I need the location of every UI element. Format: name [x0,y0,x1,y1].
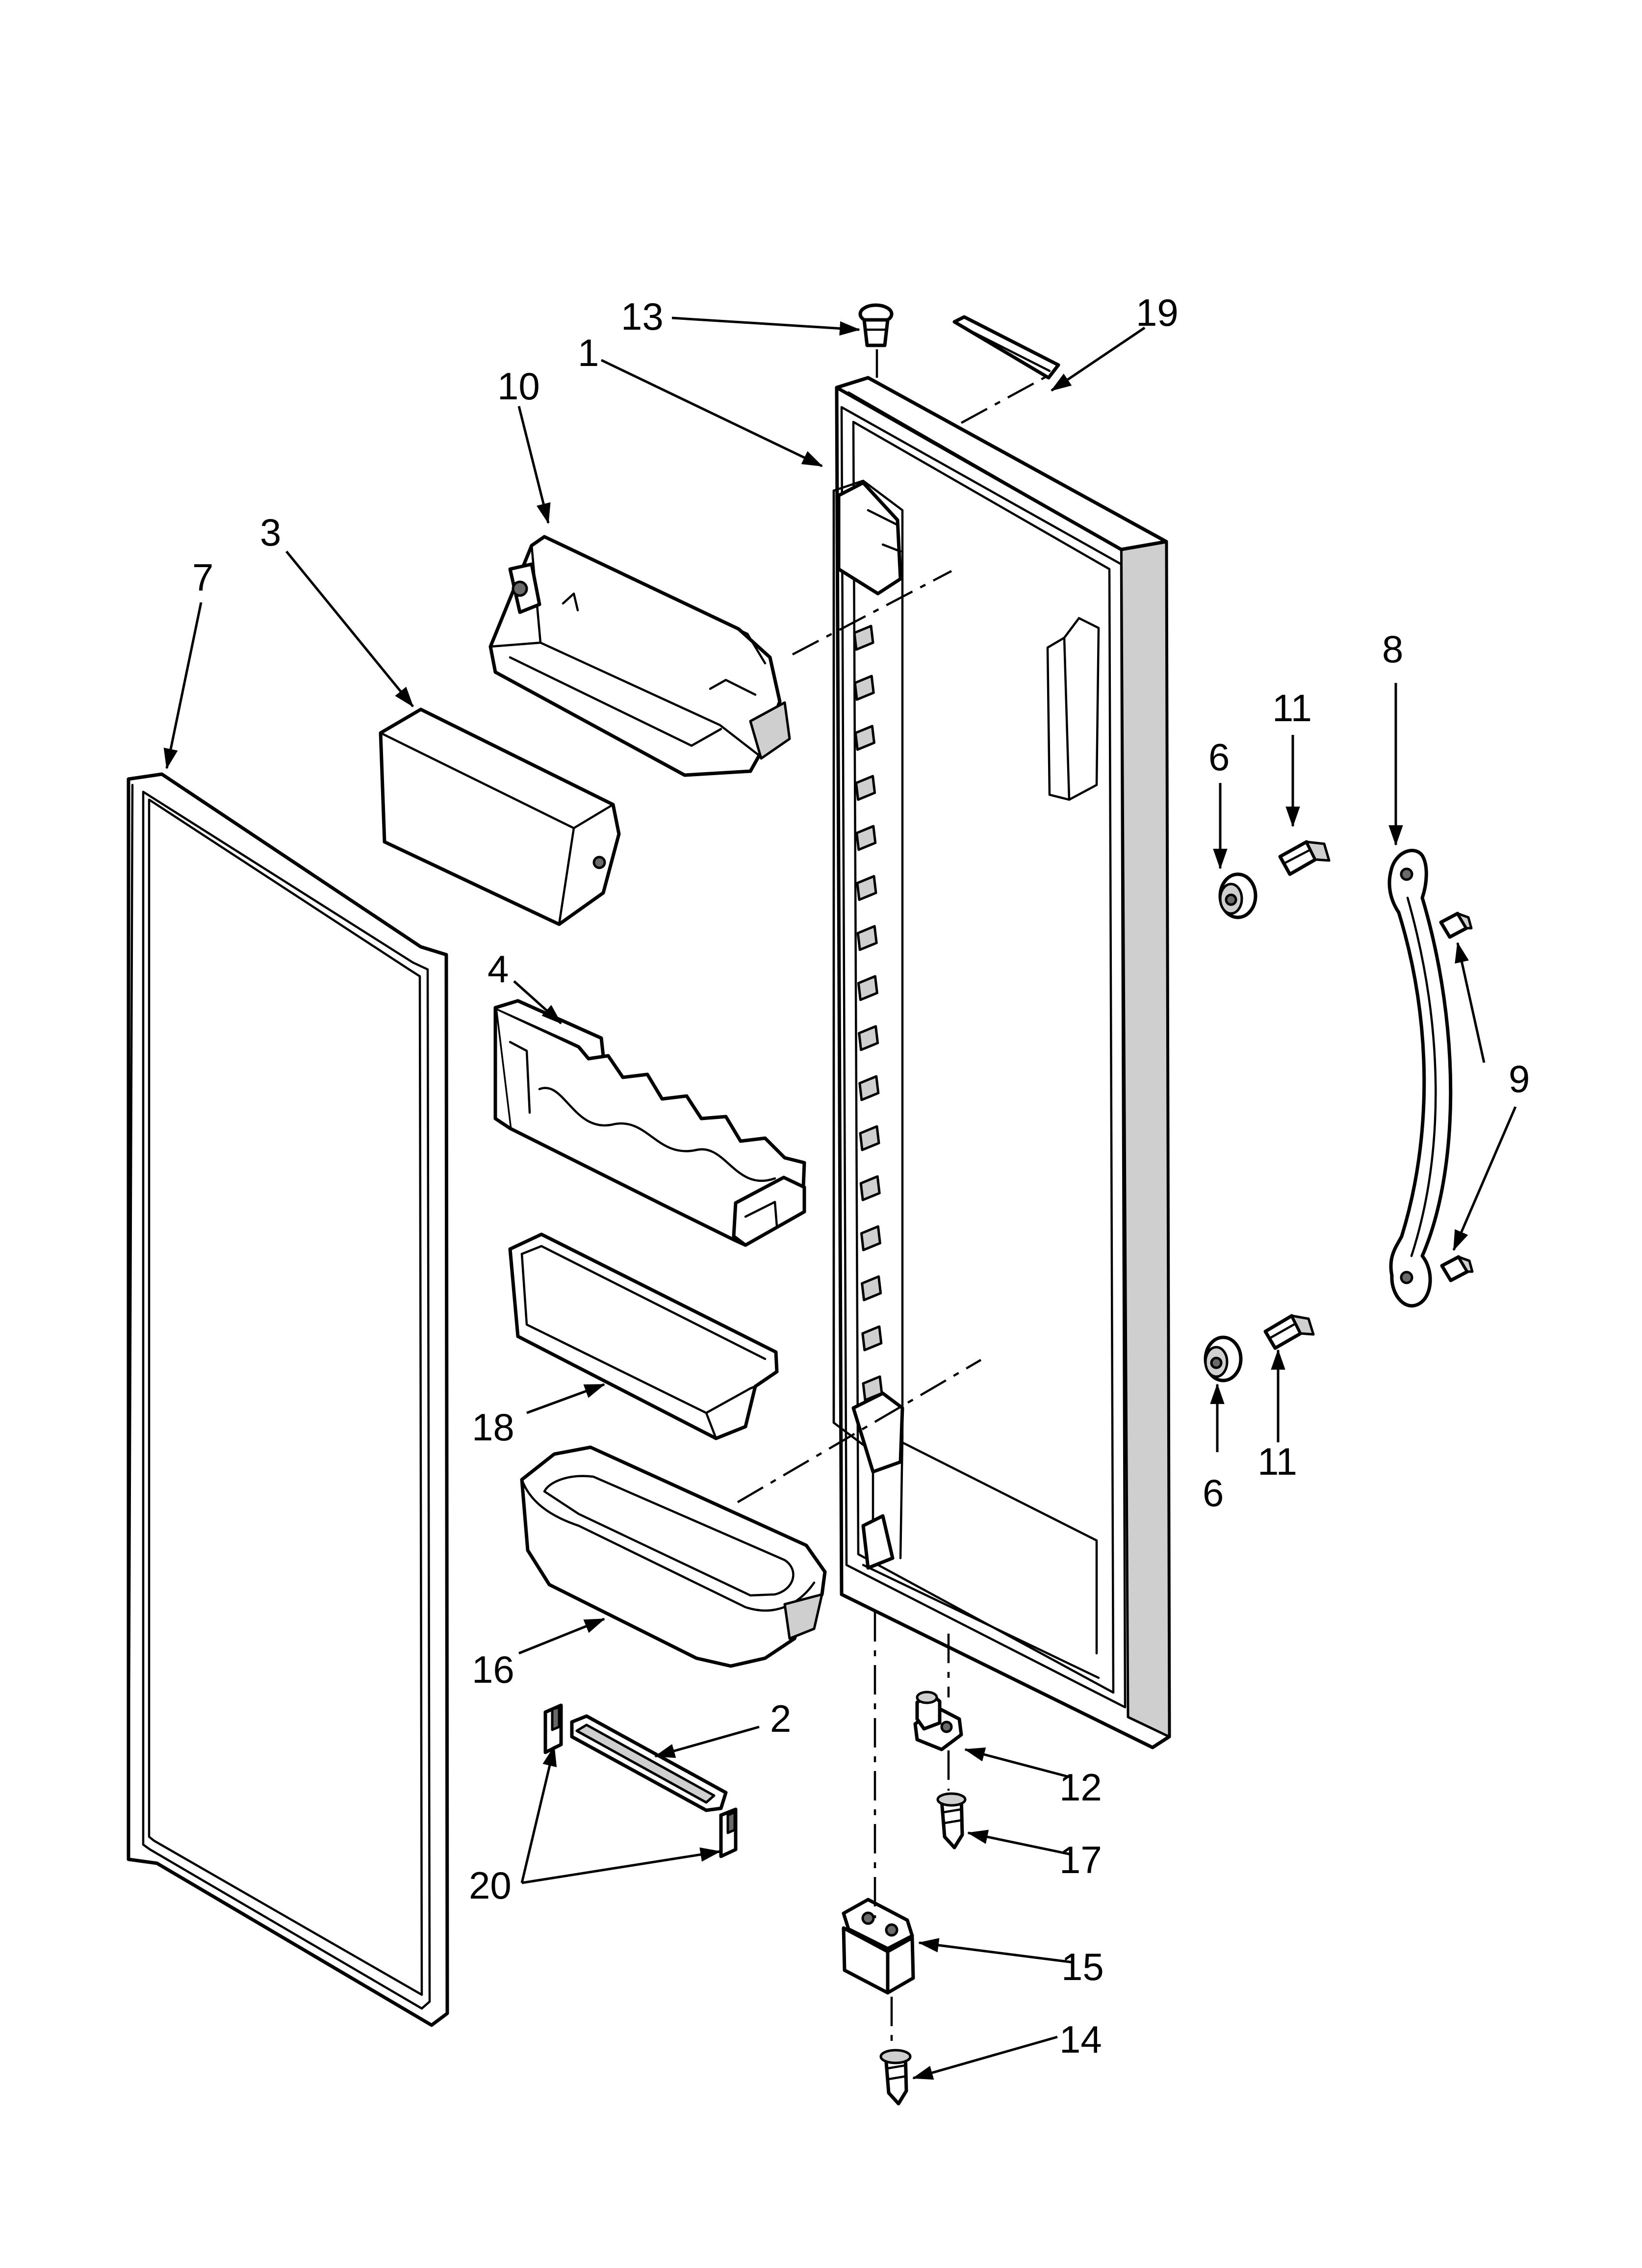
shelf-notch [860,1225,881,1251]
callout-9: 9 [1509,1057,1530,1100]
callout-10: 10 [497,365,540,408]
shelf-notch [853,625,874,651]
callout-14: 14 [1059,2018,1102,2061]
door-handle-part [1387,849,1453,1308]
shelf-notch [858,1025,879,1051]
callout-3: 3 [260,511,281,554]
callout-7: 7 [192,556,213,599]
set-screw-upper-part [1439,912,1473,939]
shelf-notch [856,875,877,901]
hinge-pin-part [913,1691,963,1751]
shelf-notch [862,1375,883,1402]
set-screw-lower-part [1440,1255,1474,1282]
trim-strip-part [570,1714,728,1812]
shelf-notch [859,1175,881,1201]
callout-12: 12 [1059,1766,1102,1809]
callout-8: 8 [1382,627,1403,671]
gallon-bin-part [520,1445,827,1668]
shelf-notch [854,725,875,751]
can-rack-part [493,999,806,1247]
hinge-bracket-part [842,1898,915,1995]
shelf-notch [857,975,878,1001]
shelf-notch [853,675,875,701]
callout-15: 15 [1061,1945,1104,1988]
shelf-notch [859,1125,880,1151]
shelf-notch [861,1325,883,1352]
door-bin-part [508,1232,779,1440]
dairy-bin-part [379,707,621,926]
door-gasket-part [127,772,449,2027]
end-cap-left-part [543,1703,563,1754]
callout-17: 17 [1059,1838,1102,1881]
shelf-notches [853,625,883,1402]
callout-16: 16 [472,1648,514,1691]
callout-1: 1 [578,331,599,374]
shelf-notch [858,1075,880,1101]
callout-11-lower: 11 [1257,1440,1297,1483]
door-assembly-part [832,376,1171,1749]
shelf-notch [856,925,878,951]
callout-2: 2 [770,1697,791,1740]
shelf-notch [855,775,876,801]
callout-labels: 13 19 1 10 3 7 8 11 6 4 9 18 11 6 16 2 1… [192,291,1530,2061]
screw-upper-part [1278,840,1331,876]
callout-11-upper: 11 [1272,686,1312,730]
callout-20: 20 [469,1864,512,1907]
callout-19: 19 [1136,291,1179,334]
label-part [952,315,1060,380]
end-cap-right-part [719,1807,738,1858]
bracket-screw-part [879,2049,912,2106]
shelf-notch [855,825,877,851]
assembly-lines [737,349,1051,2051]
leader-lines [163,316,1517,2080]
callout-4: 4 [487,947,509,991]
callout-6-lower: 6 [1203,1471,1224,1514]
callout-13: 13 [621,295,664,338]
callout-6-upper: 6 [1208,735,1230,779]
dispenser-bin-part [488,535,791,777]
spacer-lower-part [1204,1335,1243,1382]
hinge-plug-part [858,303,894,347]
spacer-upper-part [1218,872,1257,919]
hinge-screw-part [936,1792,967,1850]
callout-18: 18 [472,1406,514,1449]
shelf-notch [861,1275,882,1302]
screw-lower-part [1263,1314,1315,1350]
